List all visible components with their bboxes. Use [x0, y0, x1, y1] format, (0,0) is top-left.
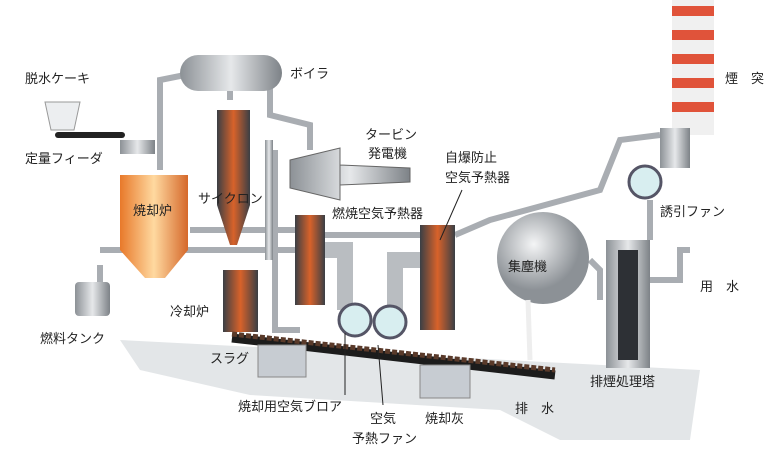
slag-pile [231, 331, 556, 373]
label-generator: 発電機 [368, 147, 408, 162]
induced-fan [627, 164, 663, 200]
fuel-tank [75, 282, 110, 316]
chimney [660, 0, 714, 168]
label-drain: 排 水 [515, 402, 555, 417]
label-preheat-fan-1: 空気 [370, 412, 397, 427]
stack-pipe [265, 140, 273, 260]
label-scrubber: 排煙処理塔 [590, 375, 656, 390]
cake-hopper [44, 101, 81, 131]
label-incinerator: 焼却炉 [133, 204, 173, 219]
self-preheater [420, 225, 455, 330]
label-fuel-tank: 燃料タンク [40, 332, 106, 347]
slag-conveyor [231, 333, 556, 380]
cyclone [217, 110, 250, 245]
label-induced-fan: 誘引ファン [660, 205, 726, 220]
label-cooling-furnace: 冷却炉 [170, 305, 210, 320]
incinerator [120, 175, 188, 278]
feeder [120, 140, 155, 154]
turbine-generator [289, 147, 411, 201]
label-boiler: ボイラ [290, 67, 330, 82]
label-self-preheater-2: 空気予熱器 [445, 171, 511, 186]
leader-lines [344, 189, 463, 406]
label-cyclone: サイクロン [198, 192, 263, 207]
dust-collector [497, 212, 589, 304]
label-turbine: タービン [365, 128, 418, 143]
boiler-drum [180, 55, 282, 91]
scrubber-core [618, 250, 638, 360]
label-slag: スラグ [210, 352, 250, 367]
drain-pipe [525, 299, 533, 361]
label-feeder: 定量フィーダ [25, 152, 103, 167]
thick-ducts [325, 242, 420, 310]
feeder-conveyor [55, 132, 125, 138]
label-dust-collector: 集塵機 [508, 260, 548, 275]
label-self-preheater-1: 自爆防止 [445, 151, 498, 166]
label-preheat-fan-2: 予熱ファン [352, 432, 418, 447]
label-chimney: 煙 突 [725, 72, 765, 87]
combustion-air-preheater [295, 215, 325, 305]
slag-bin [257, 344, 307, 378]
label-water: 用 水 [700, 280, 740, 295]
label-ash: 焼却灰 [425, 412, 465, 427]
label-comb-preheater: 燃焼空気予熱器 [332, 207, 424, 222]
blower-fan [337, 302, 373, 338]
preheat-fan [372, 304, 408, 340]
ash-bin [419, 364, 471, 399]
label-blower: 焼却用空気ブロア [238, 400, 343, 415]
cooling-furnace [223, 270, 258, 332]
label-cake: 脱水ケーキ [25, 72, 91, 87]
